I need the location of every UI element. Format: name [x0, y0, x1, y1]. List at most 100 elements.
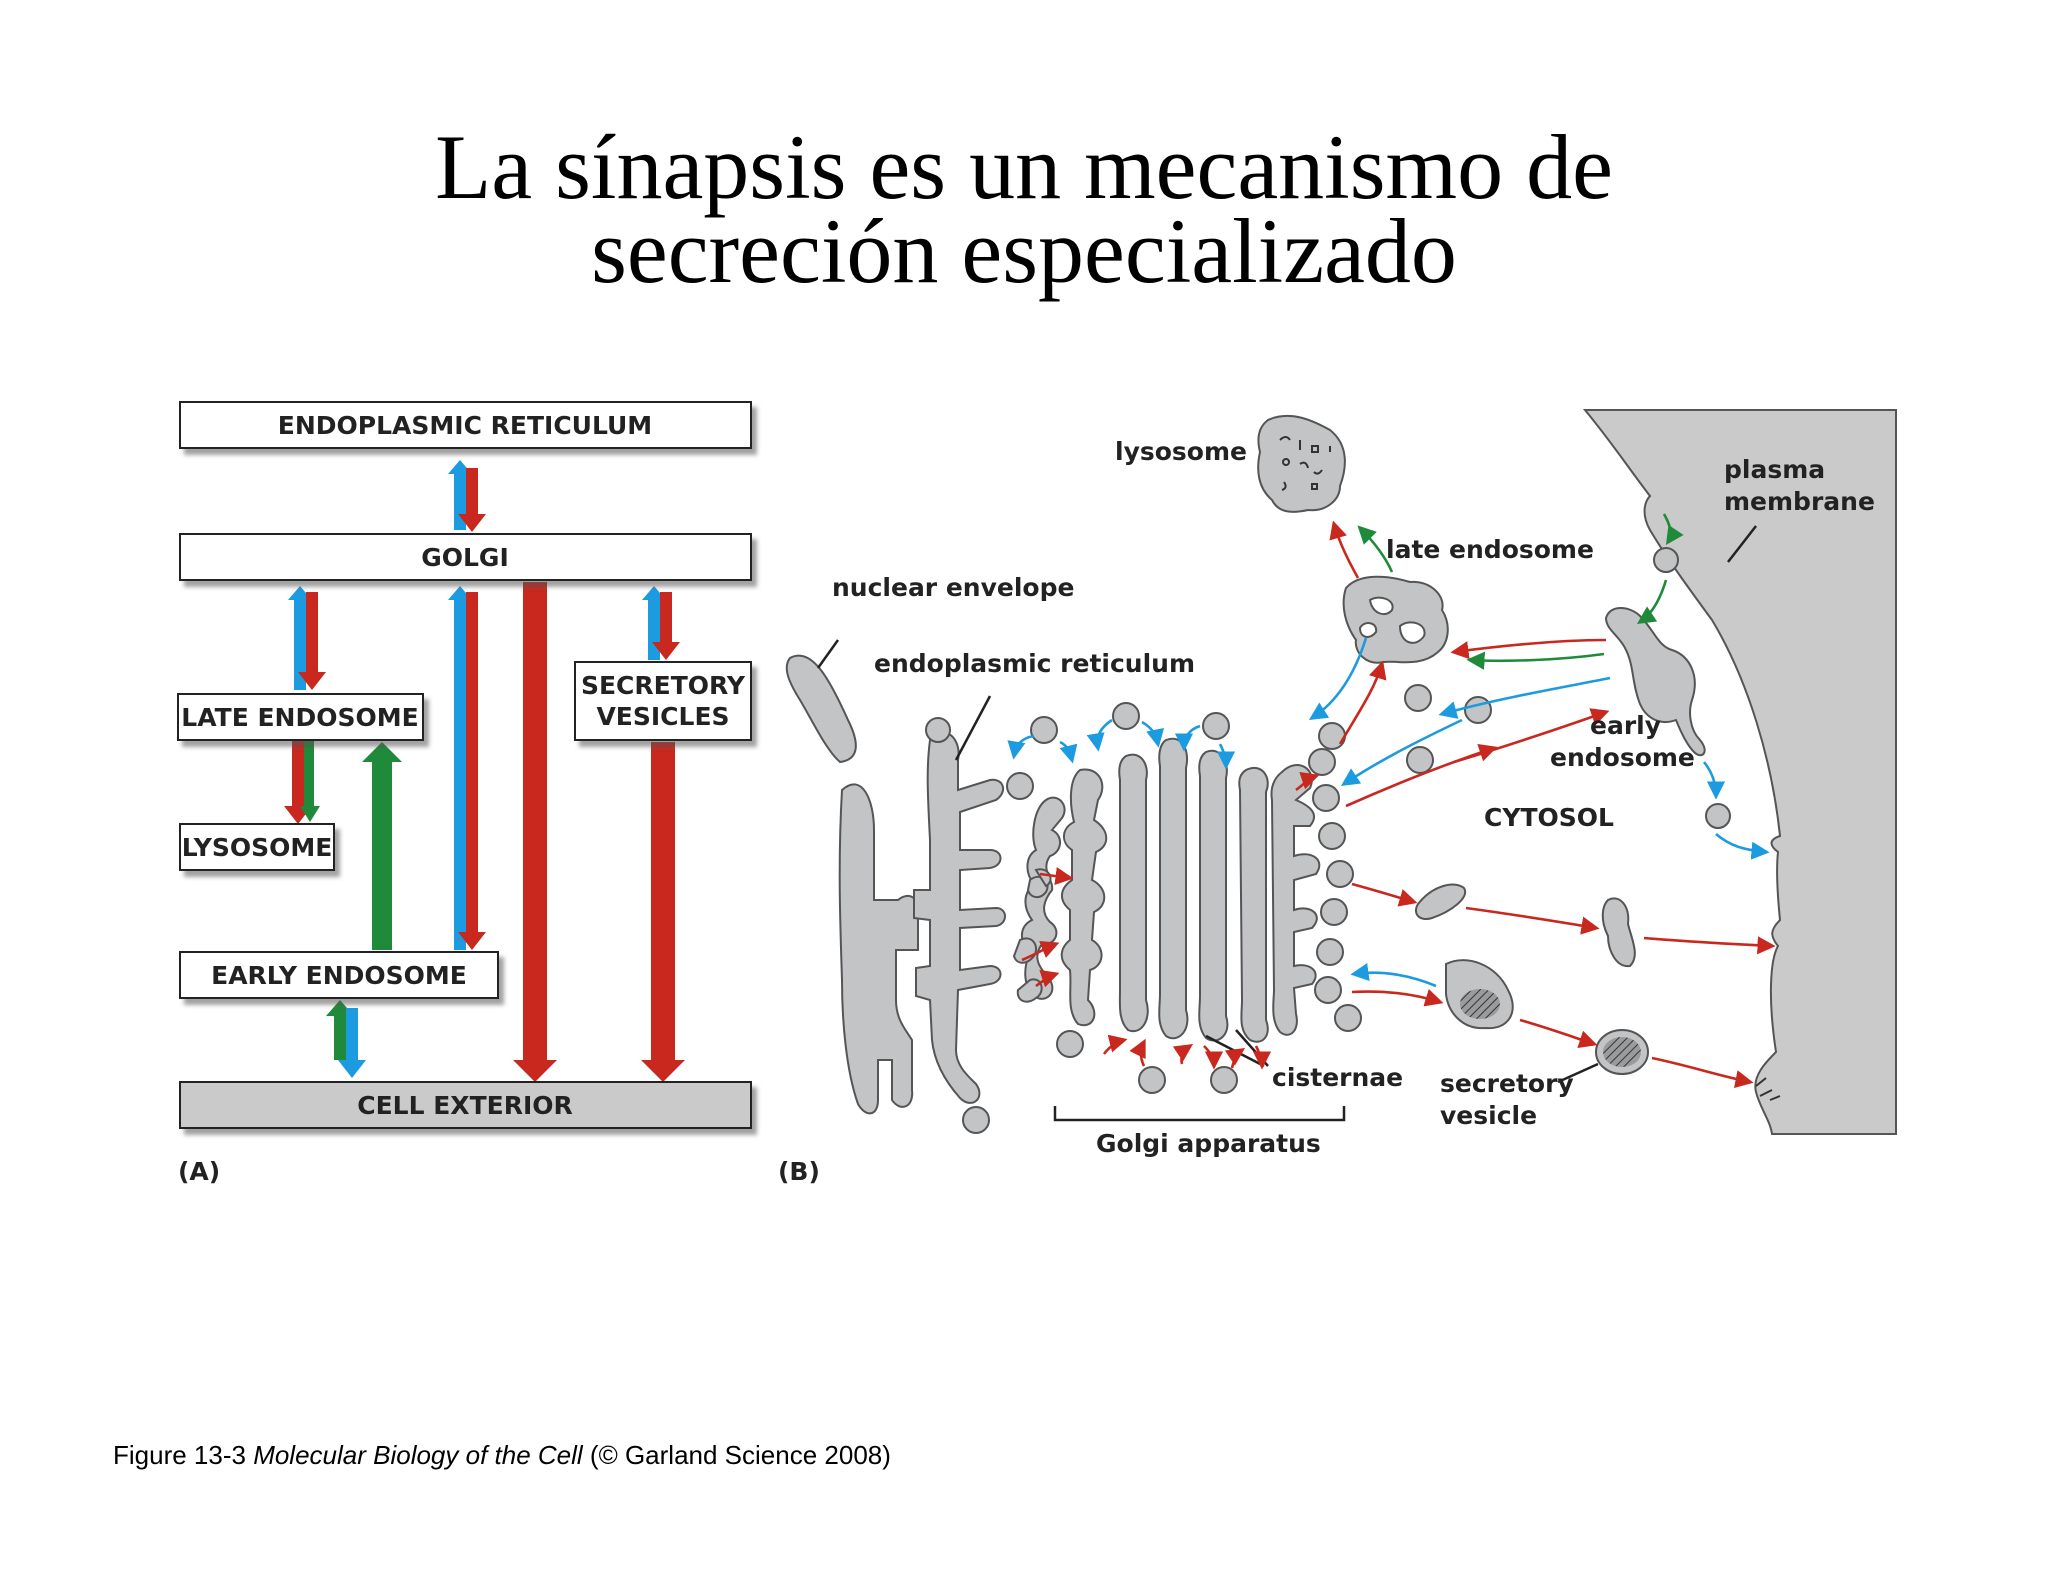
panel-a-label: (A) — [178, 1157, 220, 1186]
title-line-2: secreción especializado — [591, 200, 1457, 302]
arrow-early-golgi-blue-2 — [1438, 676, 1611, 719]
box-cell-exterior-label: CELL EXTERIOR — [357, 1091, 573, 1120]
arrow-early-membrane-blue — [1702, 761, 1726, 800]
box-lysosome: LYSOSOME — [179, 823, 335, 871]
arrow-late-lysosome-red — [284, 740, 312, 824]
arrow-er-vesicle-5 — [1174, 724, 1201, 752]
arrow-late-lysosome-red — [1329, 520, 1360, 579]
arrow-vesicle-golgi-2 — [1021, 940, 1060, 962]
arrow-secretory-exterior — [641, 742, 685, 1082]
label-late-endosome: late endosome — [1386, 535, 1594, 564]
transit-vesicle-1 — [1414, 883, 1467, 920]
arrow-vesicle-golgi-1 — [1039, 867, 1074, 886]
cisterna-6 — [1270, 764, 1321, 1036]
label-cisternae: cisternae — [1272, 1063, 1403, 1092]
secretory-granule-2 — [1595, 1029, 1649, 1075]
arrow-golgi-bottom-4 — [1203, 1045, 1224, 1070]
vesicles — [925, 547, 1731, 1134]
arrow-er-vesicle-2 — [1059, 740, 1078, 764]
cisterna-5 — [1238, 767, 1269, 1043]
arrow-transit-1-2 — [1465, 906, 1600, 935]
arrow-early-exterior-blue — [338, 1008, 366, 1078]
label-lysosome: lysosome — [1115, 437, 1247, 466]
box-er-label: ENDOPLASMIC RETICULUM — [278, 411, 652, 440]
arrow-golgi-bottom-6 — [1252, 1045, 1272, 1070]
title-line-1: La sínapsis es un mecanismo de — [435, 116, 1613, 218]
label-nuclear-envelope: nuclear envelope — [832, 573, 1074, 602]
box-secretory-label-1: SECRETORY — [581, 671, 746, 700]
nuclear-envelope — [785, 654, 857, 764]
pathway-arrows — [1007, 513, 1776, 1089]
arrow-early-secretory-red — [1453, 708, 1610, 764]
arrow-vesicle-golgi-3 — [1035, 969, 1060, 988]
caption-prefix: Figure 13-3 — [113, 1440, 254, 1470]
panel-b: lysosome late endosome plasma membrane n… — [778, 409, 1897, 1186]
arrow-early-late-green — [1466, 651, 1605, 670]
panel-b-labels: lysosome late endosome plasma membrane n… — [778, 437, 1875, 1186]
box-secretory-vesicles: SECRETORY VESICLES — [574, 661, 752, 741]
arrow-early-golgi-blue — [1340, 718, 1463, 787]
slide-title: La sínapsis es un mecanismo de secreción… — [0, 116, 2048, 302]
arrow-golgi-bottom-5 — [1224, 1047, 1246, 1069]
arrow-golgi-granule-red — [1351, 989, 1444, 1007]
panel-a-arrows — [284, 460, 685, 1082]
arrow-early-late-red — [1450, 638, 1607, 660]
box-late-endosome-label: LATE ENDOSOME — [181, 703, 418, 732]
label-early-2: endosome — [1550, 743, 1695, 772]
arrow-golgi-bottom-2 — [1129, 1038, 1146, 1067]
arrow-membrane-vesicle-green — [1662, 513, 1684, 546]
cisterna-3 — [1158, 737, 1189, 1040]
secretory-granule-1 — [1445, 959, 1514, 1030]
box-early-endosome-label: EARLY ENDOSOME — [211, 961, 467, 990]
label-golgi-apparatus: Golgi apparatus — [1096, 1129, 1321, 1158]
arrow-er-vesicle-6 — [1216, 743, 1236, 770]
er-sheet — [838, 783, 920, 1115]
arrow-golgi-transit-1 — [1351, 882, 1418, 907]
box-golgi: GOLGI — [179, 533, 752, 581]
late-endosome-organelle — [1342, 575, 1449, 664]
arrow-late-golgi-blue — [1308, 637, 1368, 720]
label-early-1: early — [1590, 711, 1661, 740]
arrow-vesicle-membrane-blue — [1715, 833, 1770, 860]
golgi-stack — [1012, 737, 1321, 1043]
arrow-granule-2-membrane — [1651, 1056, 1754, 1089]
label-plasma-1: plasma — [1724, 455, 1825, 484]
arrow-golgi-late-red — [1338, 660, 1387, 745]
er-tubules — [913, 731, 1006, 1104]
early-endosome-organelle — [1604, 607, 1706, 757]
cisterna-1 — [1060, 768, 1108, 1027]
cisterna-4 — [1198, 749, 1229, 1042]
figure-caption: Figure 13-3 Molecular Biology of the Cel… — [113, 1440, 891, 1471]
arrow-transit-2-membrane — [1643, 936, 1776, 955]
lysosome-organelle — [1257, 414, 1346, 513]
label-plasma-2: membrane — [1724, 487, 1875, 516]
arrow-golgi-bottom-3 — [1172, 1043, 1194, 1065]
arrow-golgi-out-1 — [1295, 771, 1320, 792]
arrow-er-vesicle-4 — [1141, 720, 1165, 748]
arrow-er-vesicle-1 — [1007, 734, 1035, 760]
panel-b-label: (B) — [778, 1157, 820, 1186]
arrow-er-vesicle-3 — [1086, 718, 1113, 752]
cisterna-2 — [1118, 753, 1149, 1033]
arrow-golgi-early-red — [458, 592, 486, 950]
exocytosis-marks — [1755, 1077, 1781, 1101]
arrow-golgi-granule-blue — [1350, 963, 1437, 988]
label-secretory-2: vesicle — [1440, 1101, 1537, 1130]
label-secretory-1: secretory — [1440, 1069, 1574, 1098]
arrow-granule-1-2 — [1519, 1018, 1598, 1049]
label-er: endoplasmic reticulum — [874, 649, 1195, 678]
box-lysosome-label: LYSOSOME — [182, 833, 333, 862]
arrow-golgi-bottom-1 — [1102, 1034, 1128, 1055]
transit-vesicle-2 — [1601, 897, 1636, 968]
arrow-golgi-secretory-red — [652, 592, 680, 660]
label-cytosol: CYTOSOL — [1484, 803, 1614, 832]
box-early-endosome: EARLY ENDOSOME — [179, 951, 499, 999]
arrow-late-lysosome-green — [300, 740, 320, 822]
box-late-endosome: LATE ENDOSOME — [177, 693, 424, 741]
arrow-late-lysosome-green — [1357, 525, 1394, 573]
box-golgi-label: GOLGI — [421, 543, 509, 572]
arrow-vesicle-early-green — [1636, 579, 1668, 625]
plasma-membrane — [1582, 409, 1897, 1135]
cisterna-7 — [1021, 796, 1066, 1000]
